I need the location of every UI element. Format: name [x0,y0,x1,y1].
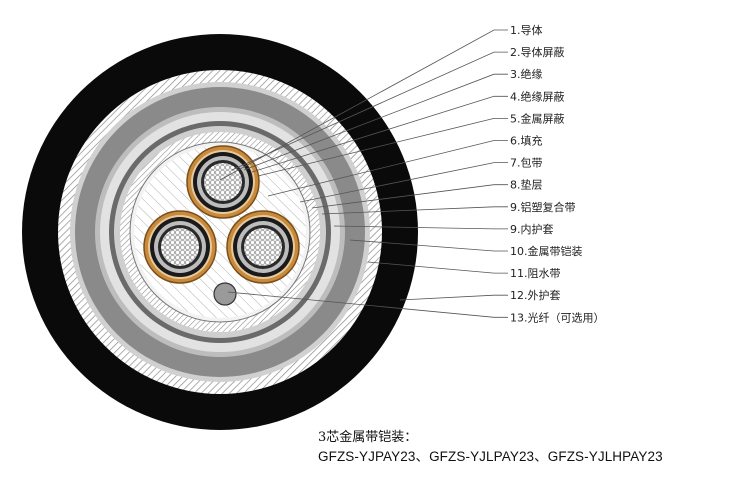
layer-label: 9.铝塑复合带 [510,200,576,214]
leader-line [321,206,508,215]
cable-layers [22,34,418,430]
leader-line [231,51,508,171]
core-3 [226,210,300,284]
layer-label: 10.金属带铠装 [510,244,583,258]
leader-line [311,184,508,209]
layer-label: 2.导体屏蔽 [510,45,565,59]
core-1 [186,145,260,219]
layer-label: 7.包带 [510,157,543,170]
layer-label: 13.光纤（可选用） [510,310,605,324]
cores [143,145,300,284]
leader-line [227,291,508,318]
caption-title: 3芯金属带铠装： [318,430,418,445]
leader-line [399,294,508,301]
leader-line [333,225,508,230]
leader-line [267,140,508,197]
layer-label: 6.填充 [510,134,543,148]
leader-line [251,95,508,173]
layer-label: 4.绝缘屏蔽 [510,89,565,103]
layer-labels: 1.导体 2.导体屏蔽 3.绝缘 4.绝缘屏蔽 5.金属屏蔽 6.填充 7.包带 8.垫层 9.… [510,23,605,324]
layer-label: 8.垫层 [510,178,543,192]
leader-line [243,73,508,171]
layer-label: 3.绝缘 [510,67,543,81]
leader-line [257,118,508,177]
layer-label: 9.内护套 [510,222,554,236]
caption-models: GFZS-YJPAY23、GFZS-YJLPAY23、GFZS-YJLHPAY2… [318,449,663,464]
leader-lines [219,29,508,318]
optical-fiber [213,282,237,306]
leader-line [367,261,508,274]
core-2 [143,210,217,284]
layer-label: 12.外护套 [510,288,561,302]
layer-label: 1.导体 [510,23,543,37]
leader-line [349,239,508,252]
layer-label: 11.阻水带 [510,267,561,280]
layer-label: 5.金属屏蔽 [510,111,565,125]
caption: 3芯金属带铠装： GFZS-YJPAY23、GFZS-YJLPAY23、GFZS… [318,428,663,466]
leader-line [219,29,508,181]
leader-line [299,162,508,203]
